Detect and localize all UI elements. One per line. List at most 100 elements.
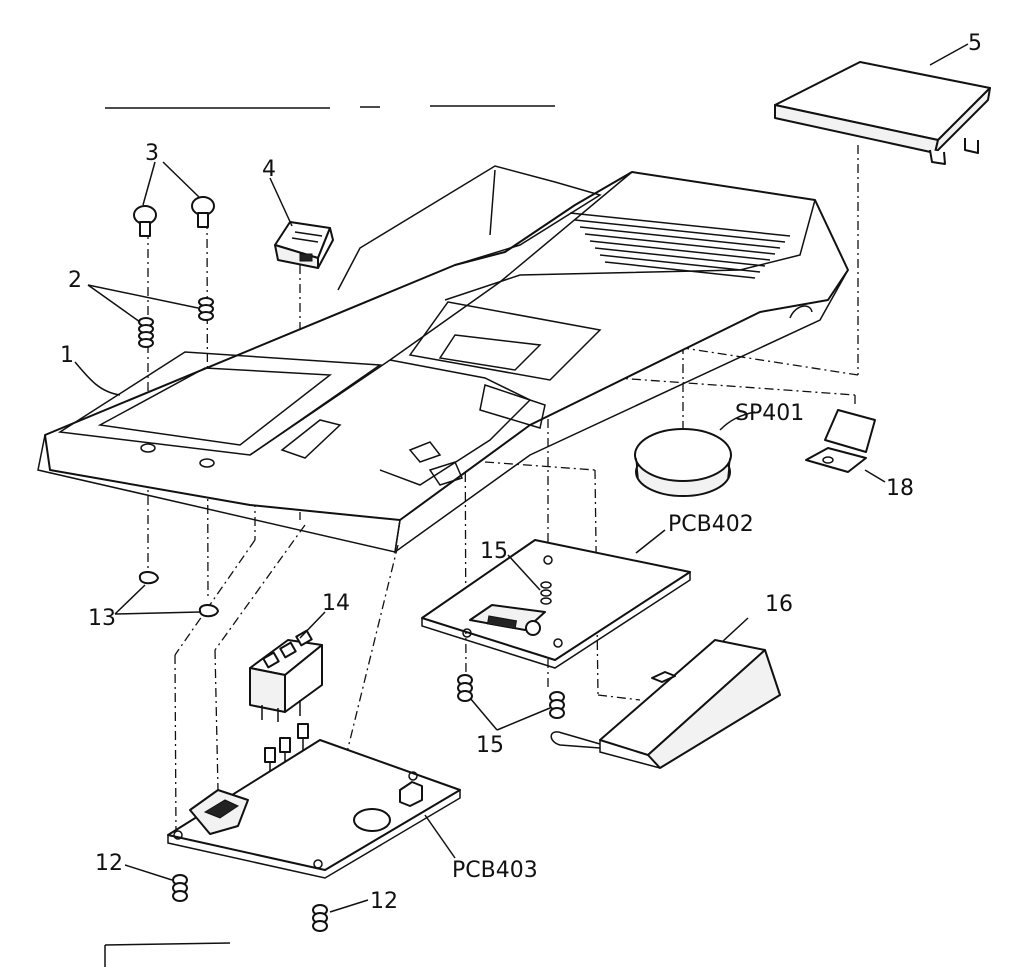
callout-pcb403: PCB403 [452,858,538,883]
component-a [264,747,276,763]
screws-part-12 [172,874,328,932]
spring-2-left [138,317,154,348]
screw-hole-left [140,443,156,453]
leader-12-right [329,899,369,913]
switch-side [284,644,323,713]
speaker-grille [569,212,791,279]
jack-slot [280,419,342,459]
leader-15-top [507,554,541,591]
guide-lever-bottom [597,694,641,701]
grille-slat-5 [589,240,771,261]
guide-pcb403-mid [214,649,219,791]
callout-12-left: 12 [95,851,123,876]
pcb403-speaker-hole [353,808,391,832]
pcb402-board [421,539,691,669]
lever-wire [550,731,601,749]
leader-15-left [469,697,498,731]
housing-notch [789,305,813,319]
grille-slat-4 [584,233,776,255]
leader-2-left [87,284,141,323]
screw-12-right [312,904,328,932]
component-c [297,723,309,739]
leader-18 [864,469,886,483]
screws-part-15 [457,581,565,719]
keypad-well-inner [479,384,546,429]
handset-cradle-inner [97,367,333,446]
screw-12-left [172,874,188,902]
speaker-top [634,428,732,482]
grille-slat-8 [604,261,756,279]
keypad-well [379,359,532,486]
jack-side [317,227,334,269]
guide-pcb403-diag-left [174,539,256,656]
spring-2-right [198,297,214,321]
callout-3: 3 [145,141,159,166]
springs-part-2 [138,297,214,348]
callout-12-right: 12 [370,889,398,914]
callout-pcb402: PCB402 [668,512,754,537]
grille-slat-1 [569,212,791,237]
switch-front [249,667,286,713]
hook-lever-part-16 [550,639,781,769]
battery-cover [774,61,991,165]
callout-1: 1 [60,343,74,368]
guide-pcb403-diag-mid [214,524,306,651]
callout-15-bottom: 15 [476,733,504,758]
callout-13: 13 [88,606,116,631]
callout-16: 16 [765,592,793,617]
guide-pcb403-left [174,654,177,836]
pcb403-board [167,739,461,879]
e-rings-part-13 [138,571,219,618]
leader-16 [721,617,749,643]
pcb402-knob [525,620,541,636]
callout-4: 4 [262,157,276,182]
cover-tab-right [964,138,979,154]
grille-slat-6 [594,247,766,267]
leader-3-right [162,161,201,199]
leader-sp401 [719,411,756,431]
grille-slat-2 [574,219,786,243]
grille-slat-7 [599,254,761,273]
housing-base [37,165,849,554]
callout-labels: 3 4 5 2 1 SP401 18 PCB402 15 16 14 13 15… [60,31,982,914]
handset-cradle-recess [57,351,383,456]
bracket-upright [824,409,876,453]
speaker-sp401 [634,428,732,497]
leader-2-right [87,284,199,309]
header-rules [104,105,555,967]
leader-4 [269,177,293,227]
screw-15-top [540,581,552,605]
callout-18: 18 [886,476,914,501]
housing-side-face [393,269,849,554]
handset-rest-ridge [337,165,602,291]
leader-13-upper [114,584,146,615]
leader-pcb403 [424,814,456,859]
callout-leaders [74,43,969,913]
guide-lever-top [484,461,596,471]
bracket-foot [805,447,867,473]
leader-13-lower [114,611,201,615]
screw-3-right [191,196,215,228]
leader-12-left [124,864,173,881]
pcb403-button [399,781,423,807]
display-window-frame [408,301,602,381]
cover-tab-left [929,149,946,165]
callout-5: 5 [968,31,982,56]
housing-ridge [249,171,633,456]
modular-jack-part-4 [274,221,334,269]
callout-15-top: 15 [480,539,508,564]
grille-slat-3 [579,226,781,249]
leader-14 [299,611,326,639]
switch-slot-1 [408,441,442,463]
callout-2: 2 [68,268,82,293]
switch-block-part-14 [249,629,323,722]
screws-part-3 [133,196,215,237]
switch-slot-2 [428,461,464,486]
callout-14: 14 [322,591,350,616]
screw-3-left [133,205,157,237]
leader-pcb402 [635,529,666,554]
leader-1 [74,361,121,396]
screw-hole-right [199,458,215,468]
